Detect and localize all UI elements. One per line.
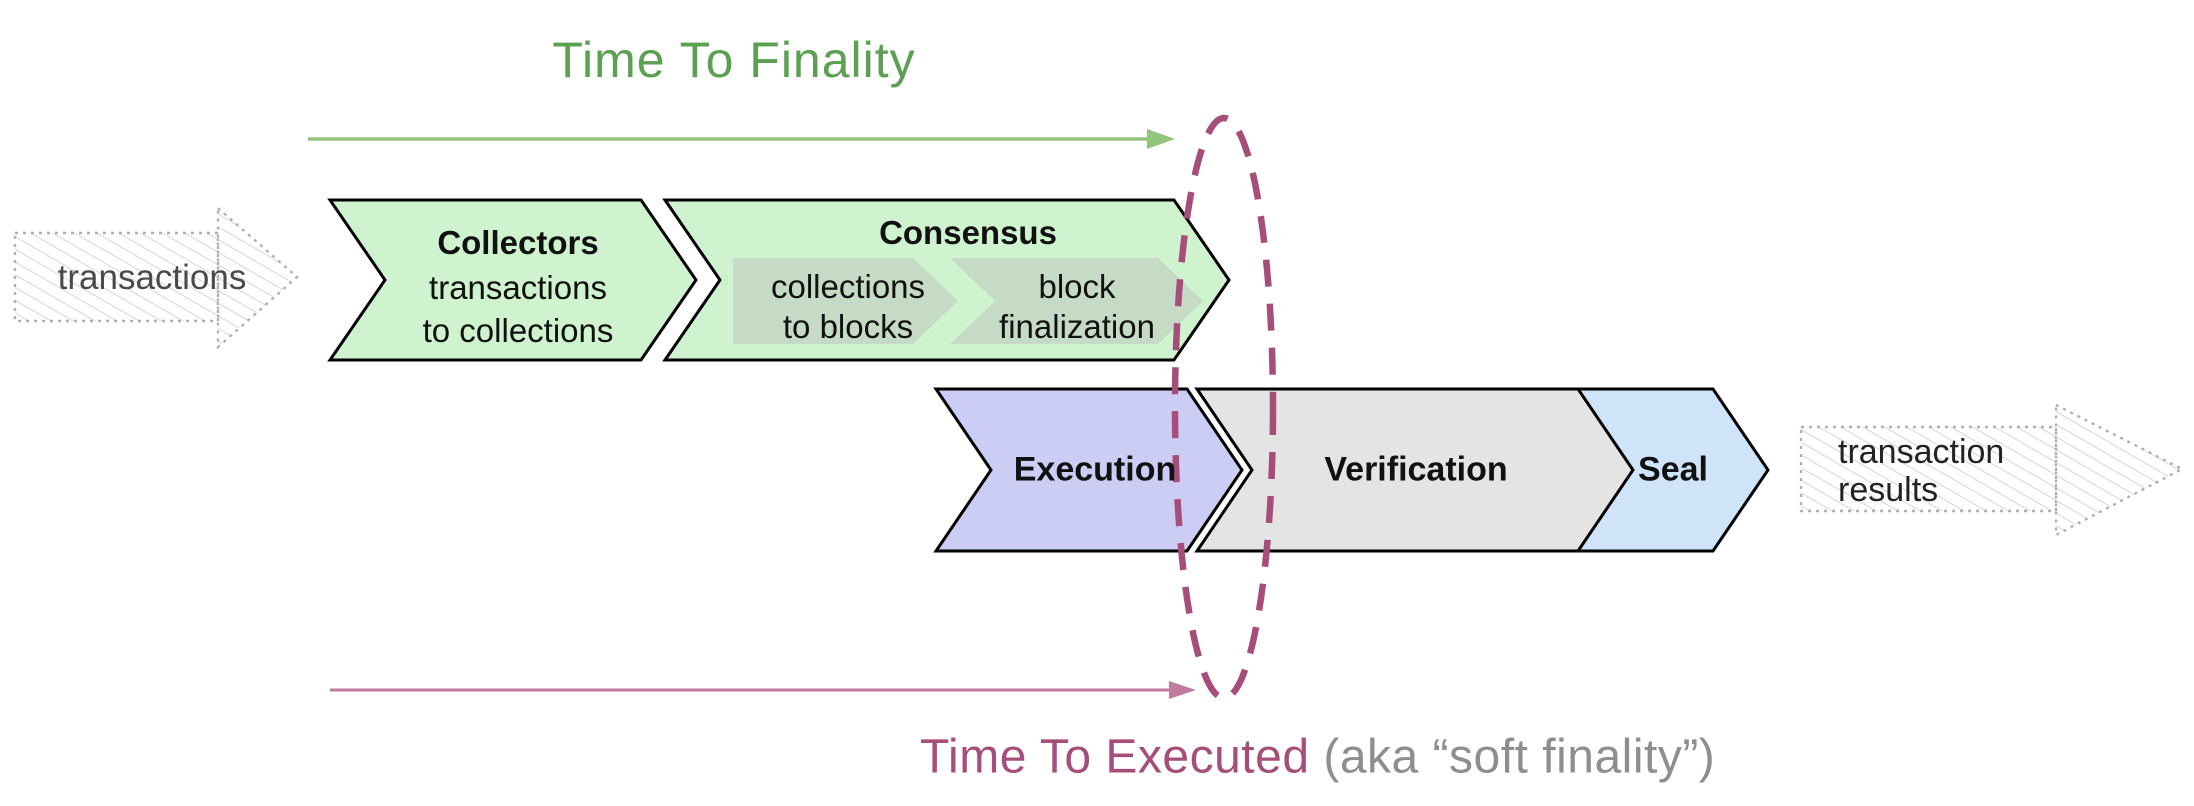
input-arrow-body xyxy=(13,231,220,323)
execution-title: Execution xyxy=(1013,450,1177,489)
substage1-line2: to blocks xyxy=(782,308,914,345)
collectors-line2: to collections xyxy=(422,312,614,349)
input-transactions-arrow xyxy=(13,205,299,350)
seal-title: Seal xyxy=(1638,450,1708,489)
input-arrow-tip xyxy=(216,205,299,350)
substage2-line1: block xyxy=(1038,268,1116,305)
execution-chevron xyxy=(933,387,1244,553)
collectors-title: Collectors xyxy=(437,224,599,261)
time-to-finality-arrow xyxy=(308,129,1175,149)
collectors-chevron xyxy=(327,198,698,362)
collectors-line1: transactions xyxy=(429,269,607,306)
substage1-line1: collections xyxy=(770,268,926,305)
output-arrow-line1: transaction xyxy=(1838,433,2005,471)
time-to-executed-suffix: (aka “soft finality”) xyxy=(1323,730,1716,784)
time-to-executed-arrow xyxy=(330,681,1196,699)
time-to-finality-title: Time To Finality xyxy=(552,32,916,88)
ttf-arrow-head xyxy=(1147,129,1175,149)
output-results-arrow xyxy=(1799,403,2185,537)
verification-title: Verification xyxy=(1324,450,1508,489)
time-to-executed-main: Time To Executed xyxy=(920,730,1310,784)
consensus-title: Consensus xyxy=(879,214,1057,251)
time-to-executed-title: Time To Executed (aka “soft finality”) xyxy=(920,730,1715,785)
tte-arrow-head xyxy=(1169,681,1196,699)
seal-chevron xyxy=(1575,387,1770,553)
substage-block-finalization-chevron xyxy=(950,258,1203,344)
substage2-line2: finalization xyxy=(999,308,1155,345)
soft-finality-ellipse xyxy=(1171,114,1277,702)
output-arrow-tip xyxy=(2054,403,2185,537)
input-arrow-label: transactions xyxy=(57,258,247,297)
output-arrow-label: transaction results xyxy=(1838,433,2004,509)
output-arrow-line2: results xyxy=(1838,471,1939,509)
substage-collections-to-blocks-chevron xyxy=(733,258,958,344)
